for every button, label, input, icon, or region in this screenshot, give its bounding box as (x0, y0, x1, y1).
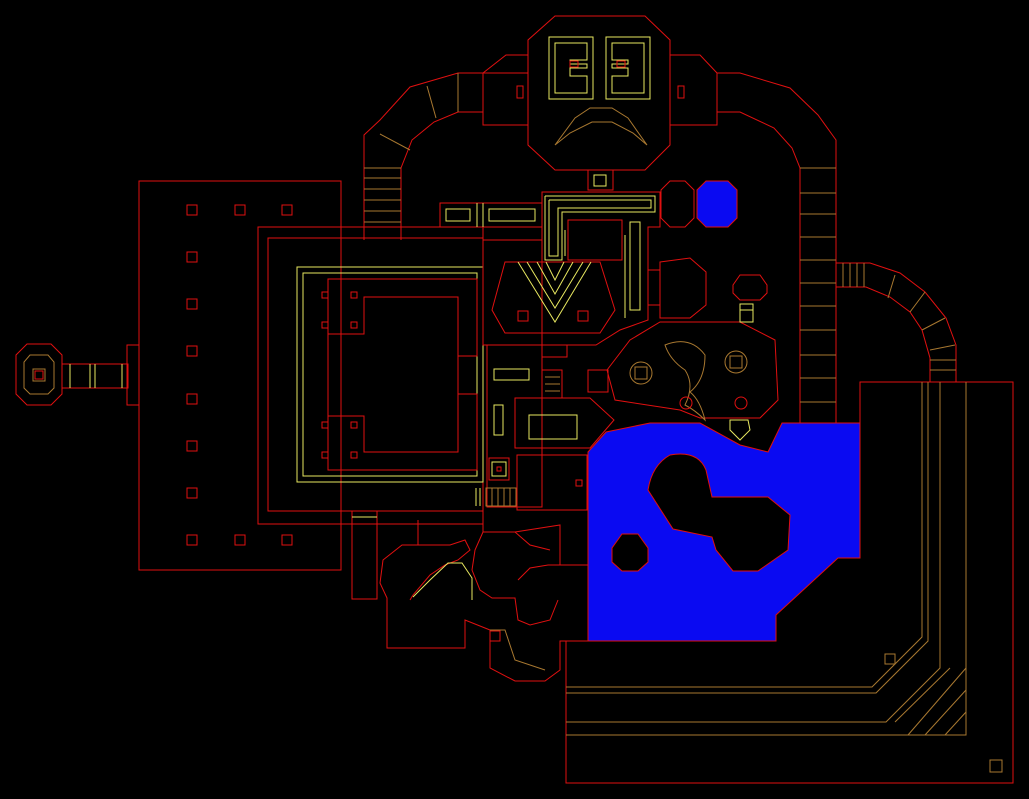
west-hall (138, 180, 342, 571)
pool-small (696, 180, 738, 228)
big-chamber (257, 226, 484, 600)
east-corridor (836, 262, 957, 382)
caves (377, 510, 589, 682)
inner-complex (439, 180, 779, 511)
south-east-wing (565, 381, 1014, 784)
pool-large (587, 422, 861, 642)
west-pod (15, 343, 140, 406)
north-corridors (363, 72, 837, 425)
face-room (482, 15, 718, 191)
pillars (186, 204, 293, 546)
